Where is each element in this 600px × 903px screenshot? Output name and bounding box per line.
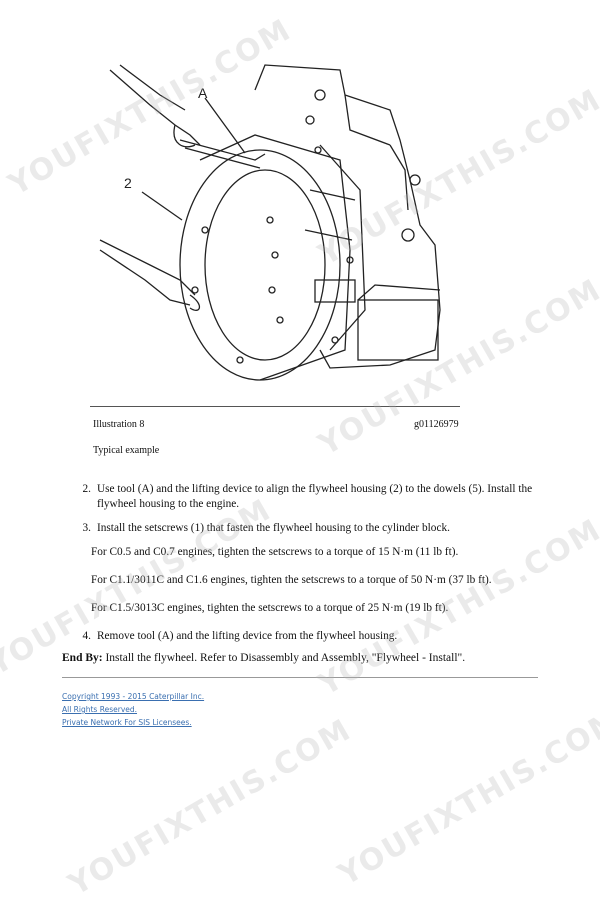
end-by-label: End By: (62, 652, 103, 664)
watermark: YOUFIXTHIS.COM (62, 712, 358, 903)
end-by-text: Install the flywheel. Refer to Disassemb… (102, 652, 466, 664)
step-2: 2. Use tool (A) and the lifting device t… (64, 482, 544, 512)
end-by-note: End By: Install the flywheel. Refer to D… (62, 652, 465, 664)
step-text: Remove tool (A) and the lifting device f… (97, 630, 398, 642)
network-link[interactable]: Private Network For SIS Licensees. (62, 718, 192, 727)
caption-divider (90, 406, 460, 407)
rights-link[interactable]: All Rights Reserved. (62, 705, 138, 714)
step-number: 3. (82, 522, 91, 534)
illustration-label: Illustration 8 (93, 419, 145, 430)
step-3: 3. Install the setscrews (1) that fasten… (64, 521, 544, 536)
torque-note: For C1.5/3013C engines, tighten the sets… (91, 602, 449, 614)
step-text: Install the setscrews (1) that fasten th… (97, 522, 450, 534)
footer-divider (62, 677, 538, 678)
watermark: YOUFIXTHIS.COM (332, 702, 600, 893)
illustration-caption: Typical example (93, 445, 160, 456)
step-number: 4. (82, 630, 91, 642)
callout-2-label: 2 (124, 175, 132, 191)
torque-note: For C1.1/3011C and C1.6 engines, tighten… (91, 574, 492, 586)
illustration-id: g01126979 (414, 419, 459, 430)
step-4: 4. Remove tool (A) and the lifting devic… (64, 629, 544, 644)
step-text: Use tool (A) and the lifting device to a… (97, 483, 533, 510)
torque-note: For C0.5 and C0.7 engines, tighten the s… (91, 546, 459, 558)
footer: Copyright 1993 - 2015 Caterpillar Inc. A… (62, 690, 204, 729)
callout-a-label: A (198, 85, 208, 101)
procedure-steps: 2. Use tool (A) and the lifting device t… (64, 482, 544, 653)
flywheel-housing-illustration: A 2 (90, 50, 490, 405)
illustration-drawing: A 2 (99, 64, 441, 381)
step-number: 2. (82, 483, 91, 495)
copyright-link[interactable]: Copyright 1993 - 2015 Caterpillar Inc. (62, 692, 205, 701)
